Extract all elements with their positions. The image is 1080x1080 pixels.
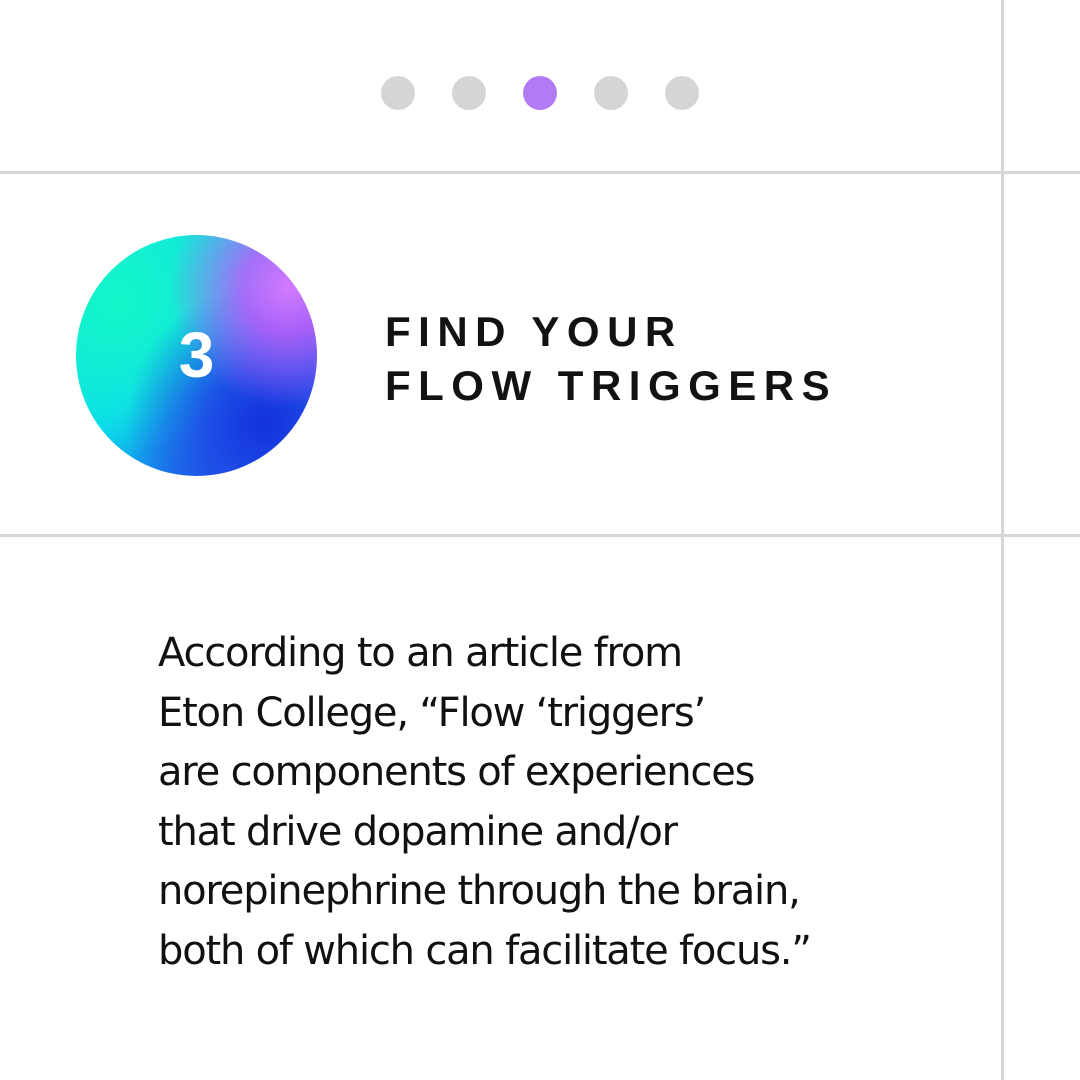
body-line-2: Eton College, “Flow ‘triggers’ <box>158 689 706 736</box>
step-number: 3 <box>178 318 215 391</box>
step-number-badge: 3 <box>76 235 317 476</box>
step-heading: FIND YOUR FLOW TRIGGERS <box>385 305 837 413</box>
middle-divider <box>0 534 1080 537</box>
pagination-dot-4[interactable] <box>594 76 628 110</box>
body-line-1: According to an article from <box>158 630 683 676</box>
pagination-dot-3-active[interactable] <box>523 76 557 110</box>
body-line-5: norepinephrine through the brain, <box>158 868 801 914</box>
pagination-dot-1[interactable] <box>381 76 415 110</box>
pagination-dot-5[interactable] <box>665 76 699 110</box>
vertical-divider <box>1001 0 1004 1080</box>
pagination-dots <box>381 76 699 110</box>
pagination-dot-2[interactable] <box>452 76 486 110</box>
body-line-4: that drive dopamine and/or <box>158 808 678 855</box>
body-line-6: both of which can facilitate focus.” <box>158 927 812 974</box>
step-heading-line-2: FLOW TRIGGERS <box>385 362 838 409</box>
top-divider <box>0 171 1080 174</box>
body-quote: According to an article from Eton Colleg… <box>158 624 958 981</box>
body-line-3: are components of experiences <box>158 749 755 795</box>
step-heading-line-1: FIND YOUR <box>385 308 683 355</box>
